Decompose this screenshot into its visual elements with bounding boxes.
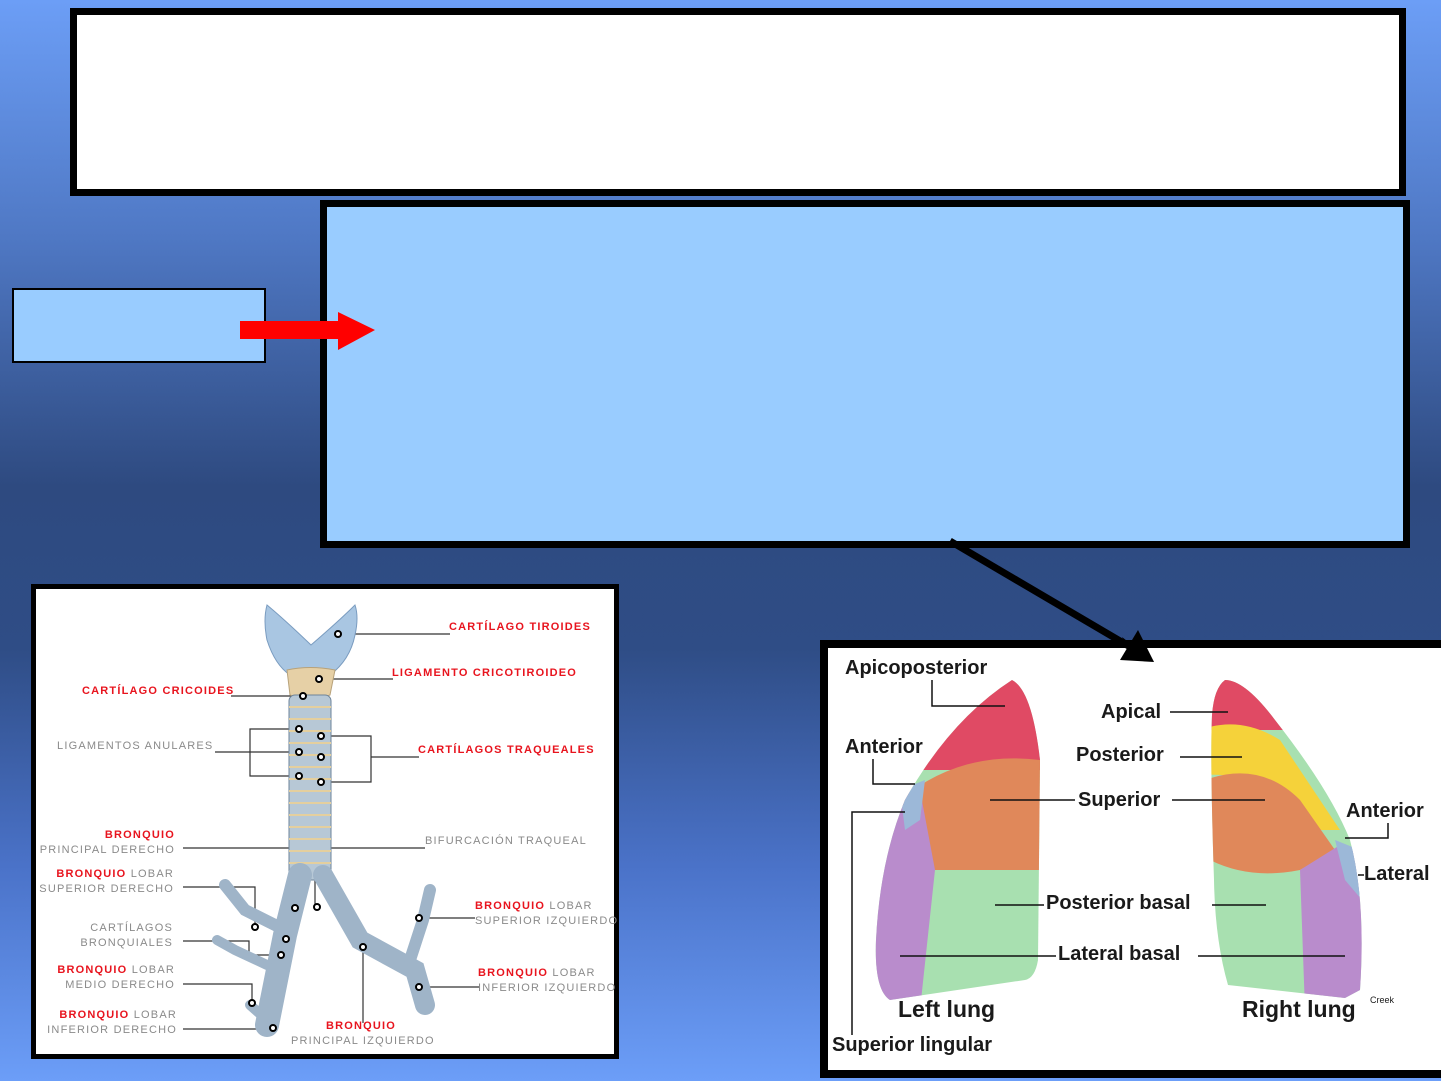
left-lung-shape (875, 680, 1040, 1000)
right-lung-shape (1211, 680, 1362, 998)
label-cartilago-tiroides: CARTÍLAGO TIROIDES (449, 621, 591, 633)
label-right-lung: Right lung (1242, 996, 1356, 1022)
trachea-diagram: CARTÍLAGO TIROIDES LIGAMENTO CRICOTIROID… (31, 584, 619, 1059)
label-ligamento-cricotiroideo: LIGAMENTO CRICOTIROIDEO (392, 667, 578, 679)
illustrator-credit: Creek (1370, 995, 1395, 1005)
lung-segments-diagram: Apicoposterior Anterior Apical Posterior… (820, 640, 1441, 1078)
label-cartilagos-traqueales: CARTÍLAGOS TRAQUEALES (418, 744, 595, 756)
label-posterior: Posterior (1076, 744, 1164, 766)
label-superior-lingular: Superior lingular (832, 1034, 993, 1056)
title-box (70, 8, 1406, 196)
label-left-lung: Left lung (898, 996, 996, 1022)
trachea-illustration (183, 604, 479, 1037)
label-cartilago-cricoides: CARTÍLAGO CRICOIDES (82, 685, 235, 697)
label-bifurcacion-traqueal: BIFURCACIÓN TRAQUEAL (425, 835, 587, 847)
small-label-box (12, 288, 266, 363)
main-text-box (320, 200, 1410, 548)
label-lateral: Lateral (1364, 863, 1430, 885)
label-superior: Superior (1078, 789, 1161, 811)
label-apicoposterior: Apicoposterior (845, 657, 988, 679)
label-apical: Apical (1101, 701, 1162, 723)
label-lateral-basal: Lateral basal (1058, 943, 1181, 965)
label-posterior-basal: Posterior basal (1046, 892, 1191, 914)
label-anterior-right: Anterior (1346, 800, 1424, 822)
label-ligamentos-anulares: LIGAMENTOS ANULARES (57, 740, 214, 752)
label-anterior-left: Anterior (845, 736, 923, 758)
lungs-illustration (851, 680, 1389, 1035)
